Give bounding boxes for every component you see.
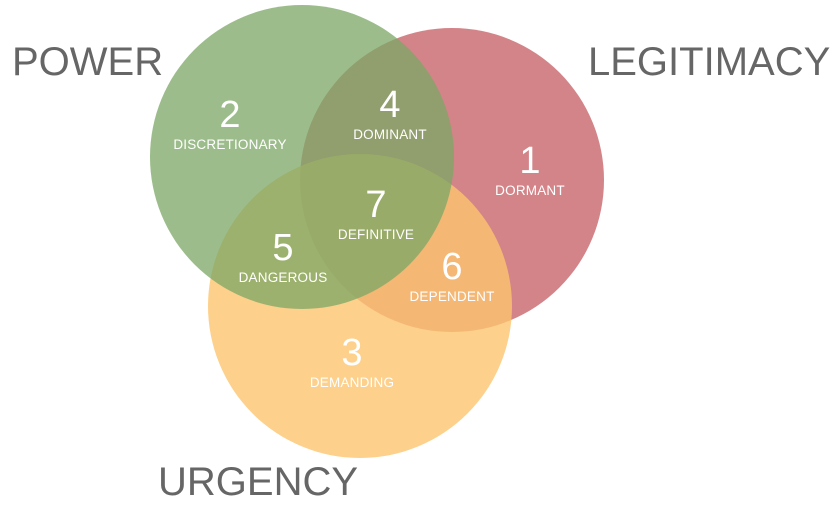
urgency-label: URGENCY xyxy=(158,460,359,504)
region-name: DEFINITIVE xyxy=(337,227,415,242)
region-name: DEPENDENT xyxy=(409,289,495,304)
region-name: DORMANT xyxy=(495,183,565,198)
region-dangerous: 5 DANGEROUS xyxy=(239,229,328,285)
power-circle xyxy=(150,5,454,309)
region-number: 7 xyxy=(365,184,387,226)
region-dependent: 6 DEPENDENT xyxy=(409,248,494,304)
region-dominant: 4 DOMINANT xyxy=(353,86,427,142)
region-demanding: 3 DEMANDING xyxy=(310,334,394,390)
region-number: 2 xyxy=(219,94,241,136)
region-definitive: 7 DEFINITIVE xyxy=(338,186,414,242)
legitimacy-label: LEGITIMACY xyxy=(588,40,831,84)
power-label: POWER xyxy=(12,40,164,84)
region-name: DEMANDING xyxy=(309,375,395,390)
region-name: DISCRETIONARY xyxy=(173,137,287,152)
region-number: 4 xyxy=(379,84,401,126)
region-discretionary: 2 DISCRETIONARY xyxy=(173,96,286,152)
region-name: DOMINANT xyxy=(353,127,427,142)
region-number: 1 xyxy=(519,140,541,182)
region-name: DANGEROUS xyxy=(238,270,328,285)
region-number: 5 xyxy=(272,227,294,269)
region-number: 6 xyxy=(441,246,463,288)
region-dormant: 1 DORMANT xyxy=(495,142,565,198)
region-number: 3 xyxy=(341,332,363,374)
